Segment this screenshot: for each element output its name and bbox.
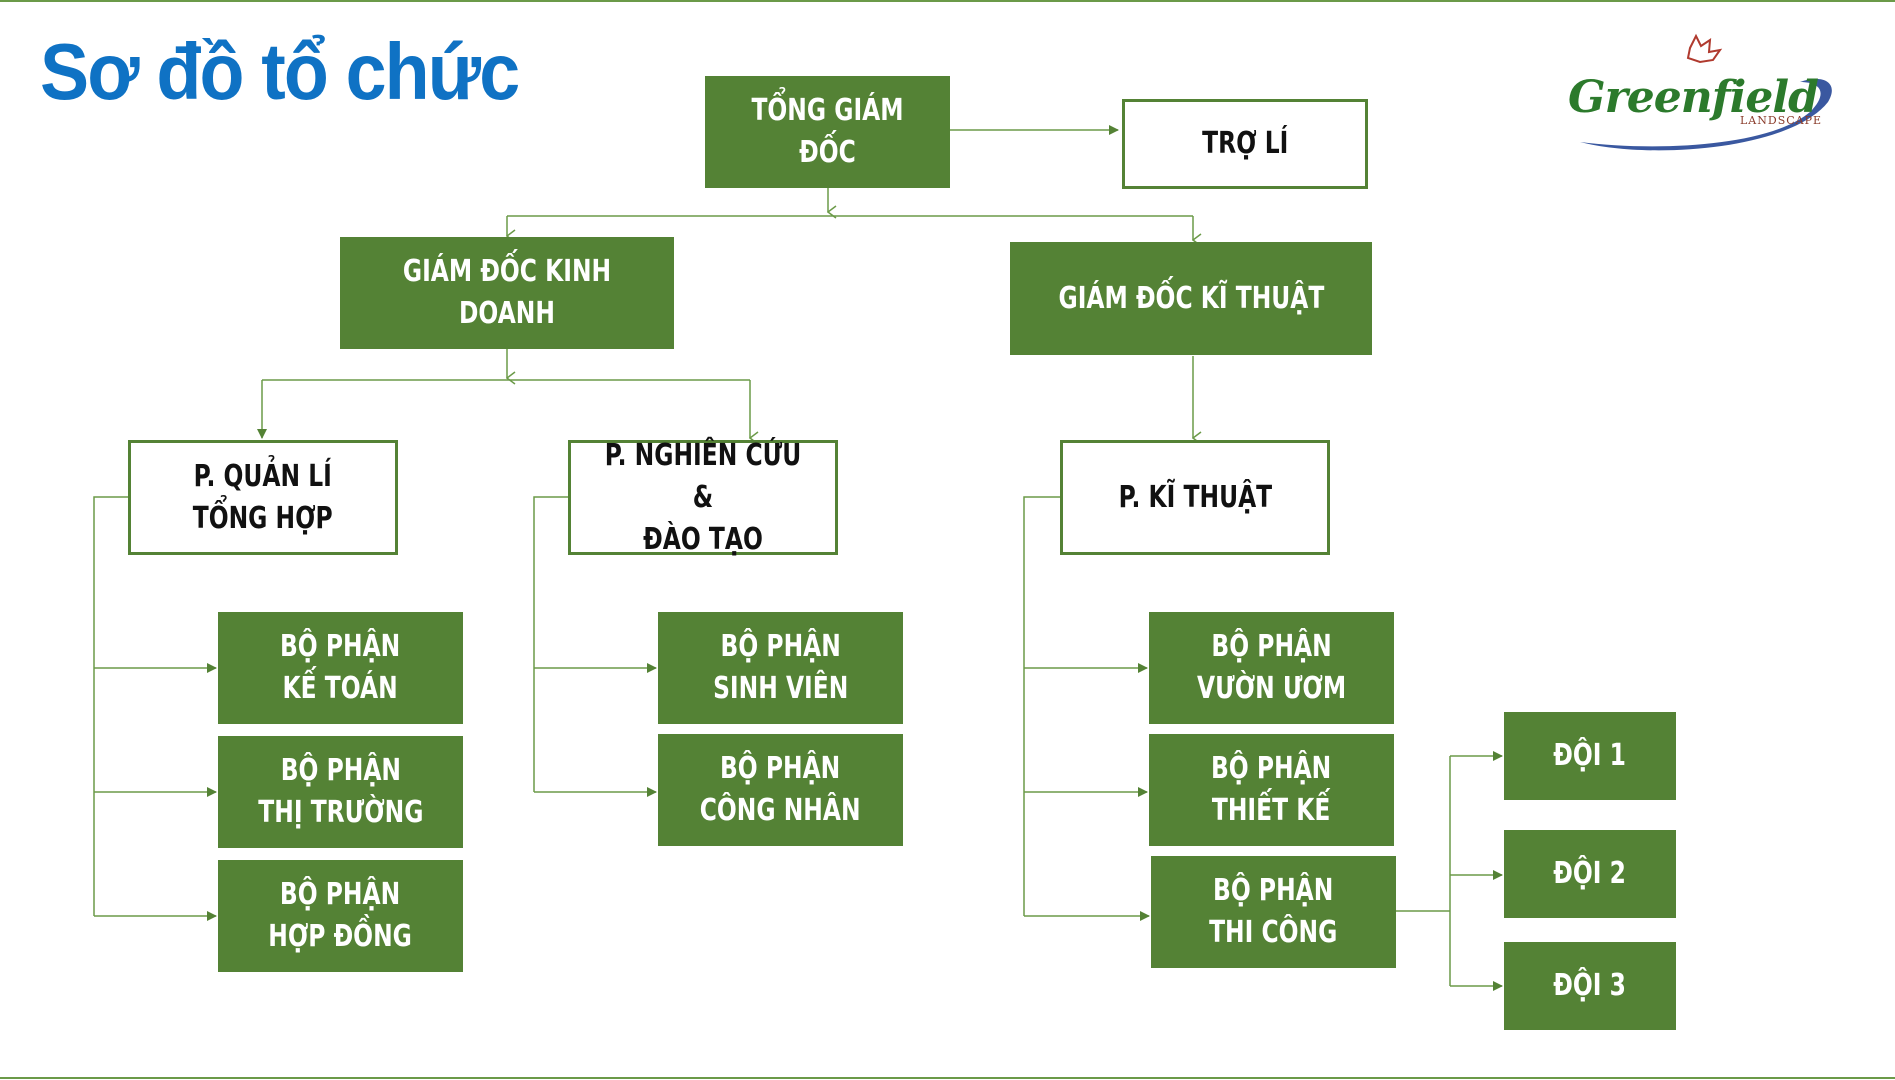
node-team-1: ĐỘI 1 [1504, 712, 1676, 800]
node-technical-dept: P. KĨ THUẬT [1060, 440, 1330, 555]
node-team-3: ĐỘI 3 [1504, 942, 1676, 1030]
logo-swoosh-icon [1580, 33, 1832, 151]
node-general-management: P. QUẢN LÍ TỔNG HỢP [128, 440, 398, 555]
bottom-rule [0, 1077, 1895, 1079]
greenfield-logo: Greenfield LANDSCAPE [1560, 30, 1840, 160]
node-student: BỘ PHẬN SINH VIÊN [658, 612, 903, 724]
node-research-training: P. NGHIÊN CỨU & ĐÀO TẠO [568, 438, 838, 557]
node-assistant: TRỢ LÍ [1122, 99, 1368, 189]
node-market: BỘ PHẬN THỊ TRƯỜNG [218, 736, 463, 848]
node-worker: BỘ PHẬN CÔNG NHÂN [658, 734, 903, 846]
node-business-director: GIÁM ĐỐC KINH DOANH [340, 237, 674, 349]
node-nursery: BỘ PHẬN VƯỜN ƯƠM [1149, 612, 1394, 724]
top-rule [0, 0, 1895, 2]
node-accounting: BỘ PHẬN KẾ TOÁN [218, 612, 463, 724]
node-design: BỘ PHẬN THIẾT KẾ [1149, 734, 1394, 846]
node-construction: BỘ PHẬN THI CÔNG [1151, 856, 1396, 968]
node-technical-director: GIÁM ĐỐC KĨ THUẬT [1010, 242, 1372, 355]
logo-subtitle: LANDSCAPE [1740, 114, 1823, 127]
logo-wordmark: Greenfield [1568, 72, 1819, 123]
page-title: Sơ đồ tổ chức [40, 27, 520, 116]
node-team-2: ĐỘI 2 [1504, 830, 1676, 918]
node-ceo: TỔNG GIÁM ĐỐC [705, 76, 950, 188]
node-contract: BỘ PHẬN HỢP ĐỒNG [218, 860, 463, 972]
